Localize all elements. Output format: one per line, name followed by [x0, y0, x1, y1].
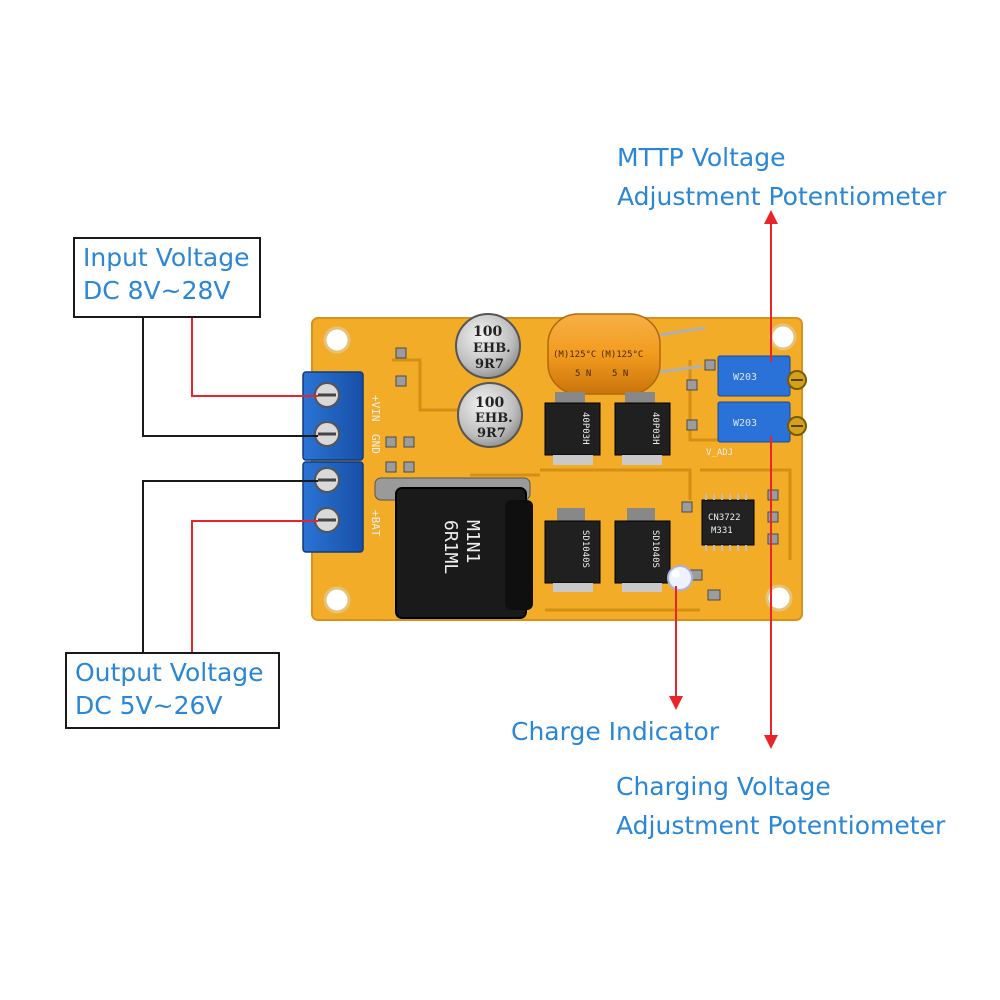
screw-terminal-block — [302, 371, 364, 553]
terminal-label-bat: +BAT — [369, 510, 382, 537]
mosfet: 40P03H — [544, 392, 601, 465]
svg-text:SD1040S: SD1040S — [650, 530, 660, 568]
svg-text:100: 100 — [473, 324, 502, 340]
svg-text:5 N: 5 N — [612, 369, 628, 379]
mounting-hole — [323, 586, 351, 614]
output-voltage-line2: DC 5V~26V — [75, 691, 223, 720]
svg-text:(M)125°C: (M)125°C — [553, 350, 596, 360]
mounting-hole — [765, 584, 793, 612]
charge-indicator-label: Charge Indicator — [511, 717, 720, 746]
charging-voltage-line1: Charging Voltage — [616, 772, 831, 801]
mttp-label-line2: Adjustment Potentiometer — [617, 182, 947, 211]
svg-text:M1N1: M1N1 — [462, 520, 483, 563]
terminal-screw — [314, 467, 340, 493]
svg-text:EHB.: EHB. — [473, 341, 511, 356]
input-voltage-line1: Input Voltage — [83, 243, 250, 272]
output-voltage-line1: Output Voltage — [75, 658, 264, 687]
svg-text:EHB.: EHB. — [475, 411, 513, 426]
svg-text:W203: W203 — [733, 372, 757, 383]
power-inductor: 6R1ML M1N1 — [374, 477, 533, 619]
svg-text:40P03H: 40P03H — [580, 412, 590, 445]
mounting-hole — [323, 326, 351, 354]
mttp-label: MTTP Voltage Adjustment Potentiometer — [617, 138, 946, 216]
svg-text:9R7: 9R7 — [475, 357, 504, 372]
svg-text:6R1ML: 6R1ML — [440, 520, 461, 574]
schottky-diode: SD1040S — [544, 508, 601, 592]
svg-text:CN3722: CN3722 — [708, 513, 741, 523]
electrolytic-capacitor: 100 EHB. 9R7 — [455, 313, 521, 379]
charging-voltage-line2: Adjustment Potentiometer — [616, 811, 946, 840]
mounting-hole — [769, 323, 797, 351]
charge-indicator-led — [667, 565, 693, 591]
terminal-label-gnd: GND — [369, 434, 382, 454]
charging-voltage-label: Charging Voltage Adjustment Potentiomete… — [616, 767, 945, 845]
svg-text:9R7: 9R7 — [477, 426, 506, 441]
terminal-screw — [314, 421, 340, 447]
film-capacitor: (M)125°C (M)125°C 5 N 5 N — [547, 313, 706, 395]
input-gnd-leader — [142, 318, 318, 437]
mttp-potentiometer: W203 — [717, 355, 807, 397]
mttp-label-line1: MTTP Voltage — [617, 143, 786, 172]
output-gnd-leader — [142, 480, 318, 652]
output-voltage-box: Output Voltage DC 5V~26V — [65, 652, 280, 729]
terminal-screw — [314, 382, 340, 408]
terminal-label-vin: +VIN — [369, 395, 382, 422]
svg-text:5 N: 5 N — [575, 369, 591, 379]
terminal-screw — [314, 507, 340, 533]
mosfet: 40P03H — [614, 392, 671, 465]
input-voltage-box: Input Voltage DC 8V~28V — [73, 237, 261, 318]
vadj-silk-label: V_ADJ — [706, 448, 733, 458]
svg-text:(M)125°C: (M)125°C — [600, 350, 643, 360]
charging-potentiometer: W203 — [717, 401, 807, 443]
schottky-diode: SD1040S — [614, 508, 671, 592]
smd-pads — [385, 347, 779, 601]
svg-text:M331: M331 — [711, 526, 733, 536]
electrolytic-capacitor: 100 EHB. 9R7 — [457, 382, 523, 448]
charger-ic: CN3722 M331 — [701, 494, 755, 551]
input-positive-leader — [191, 318, 318, 397]
svg-text:SD1040S: SD1040S — [580, 530, 590, 568]
svg-text:40P03H: 40P03H — [650, 412, 660, 445]
input-voltage-line2: DC 8V~28V — [83, 276, 231, 305]
svg-text:100: 100 — [475, 395, 504, 411]
output-positive-leader — [191, 520, 318, 652]
svg-text:W203: W203 — [733, 418, 757, 429]
